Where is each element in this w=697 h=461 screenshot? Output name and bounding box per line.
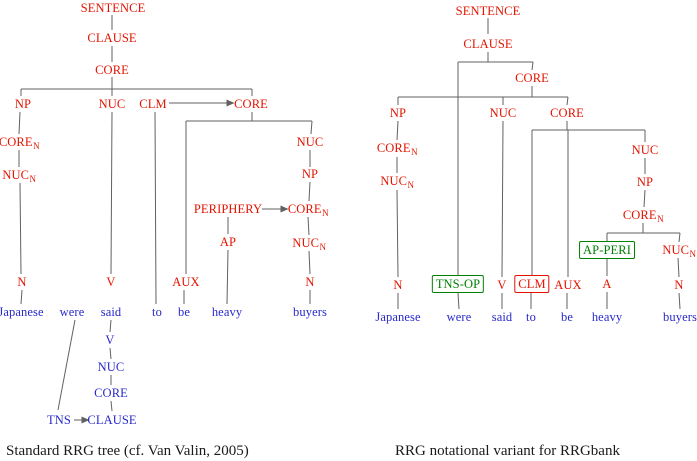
node-standard-core-n-left: COREN [0,134,40,151]
node-standard-np-left: NP [14,96,32,111]
tree-edge [566,96,569,106]
node-rrgbank-nuc: NUC [489,105,517,120]
node-standard-core: CORE [95,62,129,77]
tree-edge [110,400,113,412]
node-rrgbank-w-be: be [561,309,573,324]
node-rrgbank-w-were: were [446,309,472,324]
tree-edge [678,232,681,243]
node-standard-w-were: were [59,304,85,319]
tree-edge [226,249,229,305]
node-subscript: N [322,207,329,218]
node-standard-op-nuc: NUC [97,359,125,374]
tree-edge [57,319,76,411]
node-standard-periphery: PERIPHERY [193,201,263,216]
tree-edge [396,189,399,278]
node-rrgbank-core-2: CORE [550,105,584,120]
node-standard-sentence: SENTENCE [80,0,146,15]
node-standard-op-core: CORE [94,385,128,400]
node-standard-w-to: to [152,304,162,319]
tree-edge [154,111,157,305]
node-standard-w-heavy: heavy [211,304,243,319]
tree-edge [677,257,680,278]
caption-standard-tree: Standard RRG tree (cf. Van Valin, 2005) [6,443,249,459]
tree-edge [308,250,311,275]
tree-edge [18,111,21,135]
node-standard-clause: CLAUSE [87,30,137,45]
node-rrgbank-np-left: NP [389,105,407,120]
node-rrgbank-tns-op: TNS-OP [431,275,485,293]
node-standard-v-1: V [106,274,116,289]
tree-edge [501,120,504,278]
node-rrgbank-core: CORE [515,70,549,85]
node-rrgbank-w-to: to [526,309,536,324]
node-rrgbank-w-said: said [491,309,513,324]
node-standard-op-clause: CLAUSE [87,412,137,427]
node-subscript: N [657,213,664,224]
node-standard-aux: AUX [172,274,200,289]
node-rrgbank-clm: CLM [514,275,550,293]
tree-edge [20,289,23,305]
node-standard-ap: AP [219,234,237,249]
node-subscript: N [689,248,697,259]
tree-edge [109,319,112,333]
node-rrgbank-w-buyers: buyers [663,309,697,324]
node-rrgbank-sentence: SENTENCE [455,3,521,18]
tree-edge [307,216,310,236]
caption-rrgbank-tree: RRG notational variant for RRGbank [395,443,620,459]
node-rrgbank-nuc-n-right: NUCN [662,242,697,259]
node-rrgbank-core-n-left: COREN [376,140,418,157]
tree-edge [310,120,313,135]
node-subscript: N [319,241,327,252]
node-rrgbank-v-1: V [497,277,507,292]
node-rrgbank-aux: AUX [554,277,582,292]
node-rrgbank-n-2: N [674,277,684,292]
node-rrgbank-w-heavy: heavy [591,309,623,324]
node-standard-np-right: NP [301,166,319,181]
tree-edge [109,347,112,360]
tree-edge [457,292,460,310]
node-subscript: N [407,179,415,190]
tree-edge [531,61,534,71]
node-subscript: N [29,173,37,184]
node-rrgbank-ap-peri: AP-PERI [579,241,635,259]
node-standard-clm: CLM [139,96,167,111]
node-standard-core-2: CORE [234,96,268,111]
node-rrgbank-w-japanese: Japanese [375,309,421,324]
node-rrgbank-nuc-right: NUC [631,142,659,157]
node-subscript: N [411,146,418,157]
node-standard-w-be: be [178,304,190,319]
tree-edge [643,189,646,208]
tree-edge [396,120,399,141]
node-rrgbank-core-n-right: COREN [622,207,664,224]
tree-edge [19,182,22,275]
node-rrgbank-nuc-n-left: NUCN [380,173,415,190]
node-standard-w-said: said [100,304,122,319]
node-standard-nuc: NUC [98,96,126,111]
node-rrgbank-a-1: A [602,276,612,291]
node-standard-core-n-right: COREN [287,201,329,218]
node-subscript: N [33,140,40,151]
node-standard-nuc-n-right: NUCN [292,235,327,252]
node-standard-n-2: N [305,274,315,289]
node-rrgbank-clause: CLAUSE [463,36,513,51]
node-standard-op-v: V [105,332,115,347]
tree-edge [110,111,113,275]
node-standard-op-tns: TNS [47,412,71,427]
node-rrgbank-n-1: N [393,277,403,292]
node-standard-n-1: N [17,274,27,289]
tree-edge [308,181,311,202]
tree-edge [678,292,681,310]
node-standard-w-buyers: buyers [293,304,327,319]
node-standard-nuc-right: NUC [296,134,324,149]
node-standard-w-japanese: Japanese [0,304,44,319]
node-standard-nuc-n-left: NUCN [2,167,37,184]
node-rrgbank-np-right: NP [636,174,654,189]
